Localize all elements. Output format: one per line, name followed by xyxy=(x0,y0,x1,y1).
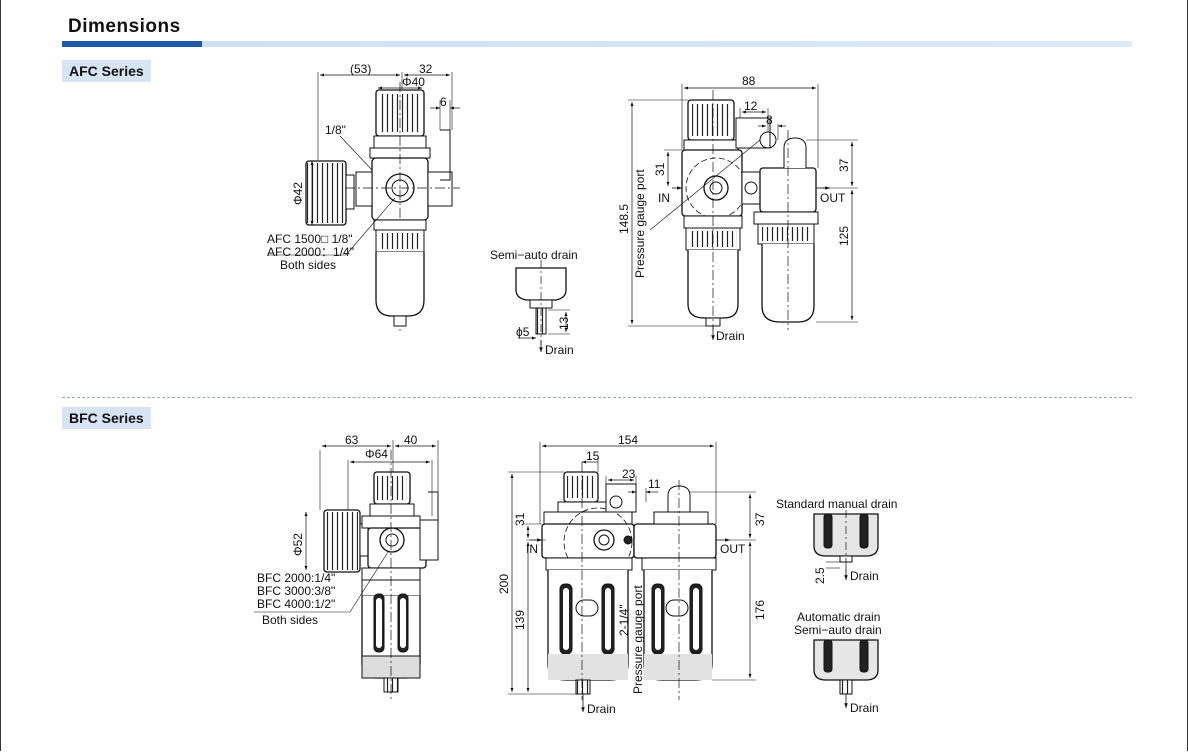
page-title: Dimensions xyxy=(68,16,181,37)
title-underline xyxy=(62,41,1132,47)
afc-dim-phi42: Φ42 xyxy=(291,182,305,205)
afc-drain-dim-13: 13 xyxy=(557,316,571,330)
afc-side-dim-12: 12 xyxy=(744,99,758,113)
bfc-side-in: IN xyxy=(526,542,538,556)
afc-side-dim-31: 31 xyxy=(653,162,667,176)
afc-side-dim-148-5: 148.5 xyxy=(617,204,631,234)
bfc-semi-auto-drain-title: Semi−auto drain xyxy=(794,623,882,637)
bfc-side-dim-37: 37 xyxy=(753,512,767,526)
afc-drain-title: Semi−auto drain xyxy=(490,248,578,262)
bfc-series-tag: BFC Series xyxy=(62,407,151,429)
bfc-dim-40: 40 xyxy=(404,433,418,447)
bfc-side-dim-15: 15 xyxy=(586,449,600,463)
afc-drain-dim-phi5: ϕ5 xyxy=(516,325,530,339)
afc-dim-6: 6 xyxy=(440,95,447,109)
bfc-side-dim-154: 154 xyxy=(618,433,638,447)
afc-dim-1-8: 1/8" xyxy=(325,123,346,137)
afc-semi-auto-drain xyxy=(515,260,570,352)
bfc-side-dim-23: 23 xyxy=(622,467,636,481)
bfc-side-dim-139: 139 xyxy=(513,610,527,630)
bfc-side-dim-11: 11 xyxy=(648,477,661,491)
afc-series-tag: AFC Series xyxy=(62,60,151,82)
bfc-dim-63: 63 xyxy=(345,433,359,447)
afc-side-dim-88: 88 xyxy=(742,74,756,88)
bfc-auto-drain-label: Drain xyxy=(850,701,879,715)
bfc-standard-manual-drain xyxy=(813,510,879,580)
afc-side-in: IN xyxy=(658,191,670,205)
bfc-std-drain-label: Drain xyxy=(850,569,879,583)
bfc-automatic-drain xyxy=(813,639,879,708)
afc-side-gauge-port: Pressure gauge port xyxy=(633,169,647,278)
bfc-std-drain-dim-2-5: 2.5 xyxy=(813,567,827,584)
afc-note-both-sides: Both sides xyxy=(280,258,336,272)
afc-side-out: OUT xyxy=(820,191,846,205)
bfc-side-dim-2-1-4: 2-1/4" xyxy=(617,604,631,636)
bfc-note-4000: BFC 4000:1/2" xyxy=(257,597,335,611)
afc-side-dim-8: 8 xyxy=(766,113,773,127)
bfc-note-2000: BFC 2000:1/4" xyxy=(257,571,335,585)
bfc-side-dim-31: 31 xyxy=(513,512,527,526)
bfc-side-dim-176: 176 xyxy=(753,600,767,620)
bfc-side-dim-200: 200 xyxy=(497,574,511,594)
afc-front-view xyxy=(268,72,460,332)
afc-side-dim-37: 37 xyxy=(837,158,851,172)
afc-side-dim-125: 125 xyxy=(837,226,851,246)
afc-side-view xyxy=(628,84,858,340)
bfc-side-view xyxy=(508,442,756,712)
afc-dim-53: (53) xyxy=(350,62,371,76)
afc-side-drain: Drain xyxy=(716,329,745,343)
bfc-auto-drain-title: Automatic drain xyxy=(797,610,880,624)
bfc-side-out: OUT xyxy=(720,542,746,556)
afc-dim-phi40: Φ40 xyxy=(402,75,425,89)
afc-dim-32: 32 xyxy=(419,62,433,76)
afc-drain-label: Drain xyxy=(545,343,574,357)
section-divider xyxy=(62,397,1132,398)
bfc-dim-phi52: Φ52 xyxy=(291,533,305,556)
bfc-side-gauge-port: Pressure gauge port xyxy=(631,585,645,694)
afc-note-1500: AFC 1500□ 1/8" xyxy=(267,232,353,246)
bfc-dim-phi64: Φ64 xyxy=(365,447,388,461)
bfc-std-drain-title: Standard manual drain xyxy=(776,497,897,511)
afc-note-2000: AFC 2000：1/4" xyxy=(267,245,354,259)
bfc-note-both-sides: Both sides xyxy=(262,613,318,627)
bfc-front-view xyxy=(254,440,439,700)
bfc-note-3000: BFC 3000:3/8" xyxy=(257,584,335,598)
bfc-side-drain: Drain xyxy=(587,702,616,716)
